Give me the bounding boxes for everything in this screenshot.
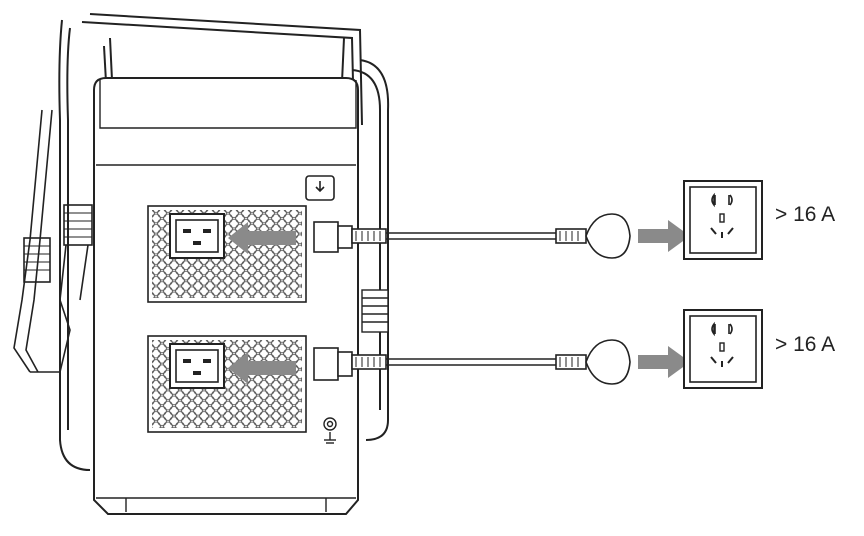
side-cable-ribs — [24, 212, 92, 271]
ground-symbol-icon — [323, 417, 337, 444]
power-symbol-icon — [305, 175, 335, 201]
arrow-right-icon — [638, 346, 690, 378]
power-cable-bottom — [313, 339, 631, 385]
outlet-rating-label: > 16 A — [775, 333, 836, 356]
outlet-rating-label: > 16 A — [775, 203, 836, 226]
power-cable-top — [313, 213, 631, 259]
iec-c20-inlet-icon — [169, 213, 225, 259]
iec-c20-inlet-icon — [169, 343, 225, 389]
side-cable — [13, 109, 93, 373]
arrow-right-icon — [638, 220, 690, 252]
cn-power-socket-icon — [683, 180, 763, 260]
device-top-panel — [96, 80, 357, 512]
cn-power-socket-icon — [683, 309, 763, 389]
side-cable-right — [361, 289, 389, 333]
arrow-left-icon — [228, 222, 296, 254]
arrow-left-icon — [228, 352, 296, 384]
